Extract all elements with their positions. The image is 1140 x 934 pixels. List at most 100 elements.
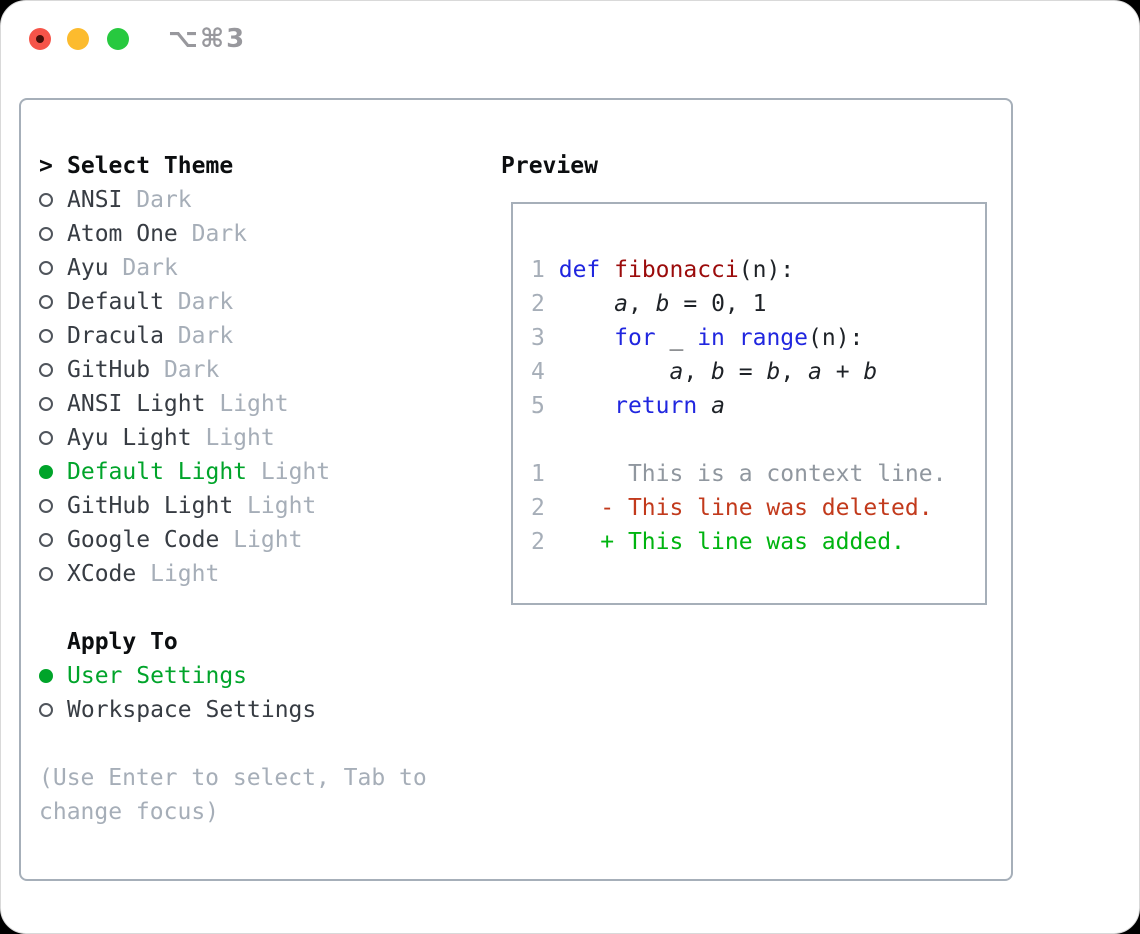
- theme-list-item[interactable]: GitHub Dark: [39, 353, 491, 387]
- theme-list-item[interactable]: GitHub Light Light: [39, 489, 491, 523]
- preview-title: Preview: [501, 153, 598, 179]
- theme-list-item[interactable]: Dracula Dark: [39, 319, 491, 353]
- theme-name: Default Light: [67, 459, 248, 485]
- theme-name: Ayu Light: [67, 425, 192, 451]
- code-token-var: a: [669, 359, 684, 385]
- line-number: 1: [531, 461, 545, 487]
- code-line: 1 def fibonacci(n):: [531, 253, 985, 287]
- code-token-kw: in: [697, 325, 725, 351]
- code-line: 4 a, b = b, a + b: [531, 355, 985, 389]
- code-token-pl: [545, 291, 614, 317]
- keyboard-hint: (Use Enter to select, Tab to change focu…: [39, 765, 427, 825]
- code-token-var: a: [614, 291, 628, 317]
- code-line: 5 return a: [531, 389, 985, 423]
- close-button[interactable]: [29, 28, 51, 50]
- line-number: 3: [531, 325, 545, 351]
- theme-list-item[interactable]: Ayu Dark: [39, 251, 491, 285]
- theme-list-item[interactable]: Ayu Light Light: [39, 421, 491, 455]
- select-theme-header: > Select Theme: [39, 149, 491, 183]
- theme-list: ANSI Dark Atom One Dark Ayu Dark Default…: [39, 183, 491, 591]
- theme-list-item[interactable]: Atom One Dark: [39, 217, 491, 251]
- window-titlebar: ⌥⌘3: [1, 1, 1139, 98]
- code-token-pl: [545, 257, 559, 283]
- theme-name: XCode: [67, 561, 137, 587]
- theme-variant-tag: Dark: [191, 221, 248, 247]
- theme-variant-tag: Light: [219, 391, 289, 417]
- code-line: 3 for _ in range(n):: [531, 321, 985, 355]
- code-token-ctx: This is a context line.: [544, 461, 947, 487]
- theme-name: Default: [67, 289, 164, 315]
- theme-variant-tag: Light: [205, 425, 275, 451]
- radio-circle-icon: [39, 465, 53, 479]
- code-token-pl: (n):: [738, 257, 795, 283]
- code-token-var: a: [711, 393, 725, 419]
- radio-circle-icon: [39, 261, 53, 275]
- apply-to-option[interactable]: User Settings: [39, 659, 491, 693]
- code-token-pl: [545, 359, 670, 385]
- theme-variant-tag: Dark: [177, 323, 234, 349]
- theme-variant-tag: Dark: [136, 187, 192, 213]
- theme-variant-tag: Light: [233, 527, 303, 553]
- close-dot-icon: [36, 35, 44, 43]
- minimize-button[interactable]: [67, 28, 89, 50]
- code-token-pl: [600, 257, 614, 283]
- line-number: 2: [531, 529, 545, 555]
- theme-list-item[interactable]: XCode Light: [39, 557, 491, 591]
- code-line: 2 a, b = 0, 1: [531, 287, 985, 321]
- code-token-pl: [725, 325, 739, 351]
- code-token-pl: [545, 393, 614, 419]
- code-token-var: b: [655, 291, 670, 317]
- theme-variant-tag: Light: [260, 459, 331, 485]
- radio-circle-icon: [39, 533, 53, 547]
- theme-list-item[interactable]: ANSI Light Light: [39, 387, 491, 421]
- theme-list-item[interactable]: Default Light Light: [39, 455, 491, 489]
- code-token-pl: = 0, 1: [669, 291, 767, 317]
- code-token-kw: for: [614, 325, 656, 351]
- window-title: ⌥⌘3: [168, 24, 247, 54]
- theme-selector-panel: > Select Theme ANSI Dark Atom One Dark A…: [19, 98, 1013, 881]
- apply-to-option-label: Workspace Settings: [67, 697, 317, 723]
- radio-circle-icon: [39, 499, 53, 513]
- code-token-pl: [545, 495, 600, 521]
- theme-variant-tag: Light: [247, 493, 317, 519]
- apply-to-list: User Settings Workspace Settings: [39, 659, 491, 727]
- code-line: 1 This is a context line.: [531, 457, 985, 491]
- radio-circle-icon: [39, 227, 53, 241]
- theme-name: Ayu: [67, 255, 109, 281]
- apply-to-title: Apply To: [67, 629, 178, 655]
- radio-circle-icon: [39, 431, 53, 445]
- radio-circle-icon: [39, 193, 53, 207]
- code-token-kw: range: [738, 325, 809, 351]
- theme-name: Atom One: [67, 221, 178, 247]
- zoom-button[interactable]: [107, 28, 129, 50]
- code-token-kw: def: [558, 257, 601, 283]
- theme-list-item[interactable]: Default Dark: [39, 285, 491, 319]
- radio-circle-icon: [39, 567, 53, 581]
- code-token-pl: _: [655, 325, 698, 351]
- code-token-pl: +: [821, 359, 864, 385]
- code-token-pl: [697, 393, 711, 419]
- code-token-kw: return: [614, 393, 698, 419]
- prompt-caret-icon: >: [39, 153, 53, 179]
- code-token-del: - This line was deleted.: [600, 495, 933, 521]
- code-token-var: b: [863, 359, 878, 385]
- radio-circle-icon: [39, 669, 53, 683]
- apply-to-header: Apply To: [39, 625, 491, 659]
- theme-list-item[interactable]: ANSI Dark: [39, 183, 491, 217]
- code-token-pl: ,: [780, 359, 809, 385]
- code-token-fn: fibonacci: [614, 257, 739, 283]
- theme-name: ANSI Light: [67, 391, 206, 417]
- theme-list-item[interactable]: Google Code Light: [39, 523, 491, 557]
- theme-name: GitHub: [67, 357, 151, 383]
- apply-to-option[interactable]: Workspace Settings: [39, 693, 491, 727]
- code-token-pl: ,: [627, 291, 656, 317]
- code-token-var: b: [766, 359, 781, 385]
- code-token-var: a: [808, 359, 822, 385]
- theme-variant-tag: Dark: [177, 289, 234, 315]
- code-line: 2 - This line was deleted.: [531, 491, 985, 525]
- theme-variant-tag: Dark: [122, 255, 178, 281]
- theme-name: GitHub Light: [67, 493, 234, 519]
- theme-name: Dracula: [67, 323, 164, 349]
